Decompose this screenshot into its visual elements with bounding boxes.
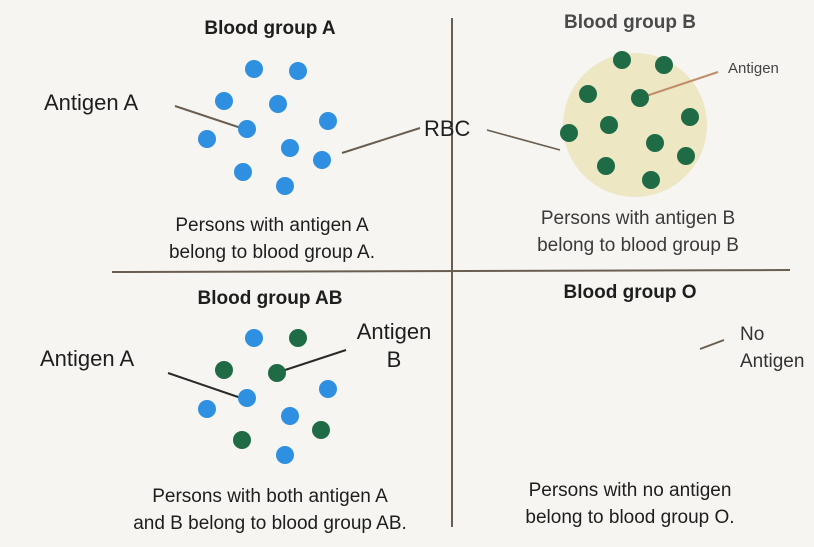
label-antigen-a-bottom: Antigen A	[40, 346, 135, 371]
label-antigen-a-top: Antigen A	[44, 90, 139, 115]
antigen-b-dot	[631, 89, 649, 107]
antigen-b-dot	[613, 51, 631, 69]
antigen-b-dot	[312, 421, 330, 439]
antigen-a-dot	[198, 400, 216, 418]
antigen-b-dot	[600, 116, 618, 134]
antigen-b-dot	[268, 364, 286, 382]
pointer-antigen-a-top	[174, 105, 242, 129]
antigen-a-dot	[238, 120, 256, 138]
caption-b-line1: Persons with antigen B	[540, 208, 736, 229]
antigen-a-dot	[245, 329, 263, 347]
caption-o-line2: belong to blood group O.	[525, 506, 735, 528]
antigen-a-dot	[276, 177, 294, 195]
antigen-b-dot	[289, 329, 307, 347]
caption-a-line1: Persons with antigen A	[175, 215, 369, 236]
antigen-b-dot	[655, 56, 673, 74]
caption-blood-group-a: Persons with antigen A belong to blood g…	[169, 213, 375, 266]
antigen-a-dot	[238, 389, 256, 407]
antigen-a-dot	[289, 62, 307, 80]
antigen-a-dot	[281, 139, 299, 157]
label-antigen-b-line2: B	[386, 346, 402, 372]
caption-ab-line1: Persons with both antigen A	[152, 486, 388, 507]
caption-ab-line2: and B belong to blood group AB.	[133, 512, 407, 534]
title-blood-group-a: Blood group A	[204, 18, 336, 39]
antigen-b-dot	[677, 147, 695, 165]
label-no-antigen-line1: No	[740, 324, 765, 345]
antigen-b-dot	[579, 85, 597, 103]
antigens-group-ab	[198, 329, 337, 464]
pointer-antigen-b-bottom	[278, 349, 347, 373]
label-no-antigen: No Antigen	[740, 322, 804, 375]
antigen-a-dot	[313, 151, 331, 169]
antigen-a-dot	[319, 380, 337, 398]
antigen-a-dot	[319, 112, 337, 130]
antigen-a-dot	[276, 446, 294, 464]
antigen-b-dot	[215, 361, 233, 379]
antigen-a-dot	[198, 130, 216, 148]
antigen-a-dot	[234, 163, 252, 181]
title-blood-group-o: Blood group O	[563, 282, 697, 303]
horizontal-divider	[111, 269, 791, 273]
antigens-group-a	[198, 60, 337, 195]
caption-a-line2: belong to blood group A.	[168, 241, 376, 263]
pointer-antigen-b-top	[639, 71, 719, 99]
antigen-b-dot	[681, 108, 699, 126]
pointer-rbc-right	[486, 129, 561, 151]
caption-o-line1: Persons with no antigen	[528, 480, 732, 501]
label-no-antigen-line2: Antigen	[740, 350, 805, 372]
antigen-a-dot	[215, 92, 233, 110]
antigen-b-dot	[646, 134, 664, 152]
label-antigen-b-line1: Antigen	[356, 319, 432, 344]
caption-blood-group-o: Persons with no antigen belong to blood …	[525, 478, 734, 531]
antigen-b-dot	[642, 171, 660, 189]
pointer-antigen-a-bottom	[167, 372, 242, 399]
caption-blood-group-ab: Persons with both antigen A and B belong…	[133, 484, 407, 537]
title-blood-group-ab: Blood group AB	[197, 288, 343, 309]
label-antigen-b-top: Antigen	[728, 60, 779, 77]
pointer-no-antigen	[699, 339, 725, 350]
antigen-b-dot	[233, 431, 251, 449]
antigens-group-b	[560, 51, 699, 189]
label-antigen-b-bottom: Antigen B	[357, 318, 432, 373]
antigen-a-dot	[245, 60, 263, 78]
antigen-a-dot	[269, 95, 287, 113]
antigen-a-dot	[281, 407, 299, 425]
caption-b-line2: belong to blood group B	[537, 234, 739, 256]
rbc-halo-b	[563, 53, 707, 197]
antigen-b-dot	[560, 124, 578, 142]
pointer-rbc-left	[341, 127, 421, 154]
title-blood-group-b: Blood group B	[564, 12, 696, 33]
antigen-b-dot	[597, 157, 615, 175]
label-rbc: RBC	[424, 116, 471, 141]
caption-blood-group-b: Persons with antigen B belong to blood g…	[537, 206, 739, 259]
